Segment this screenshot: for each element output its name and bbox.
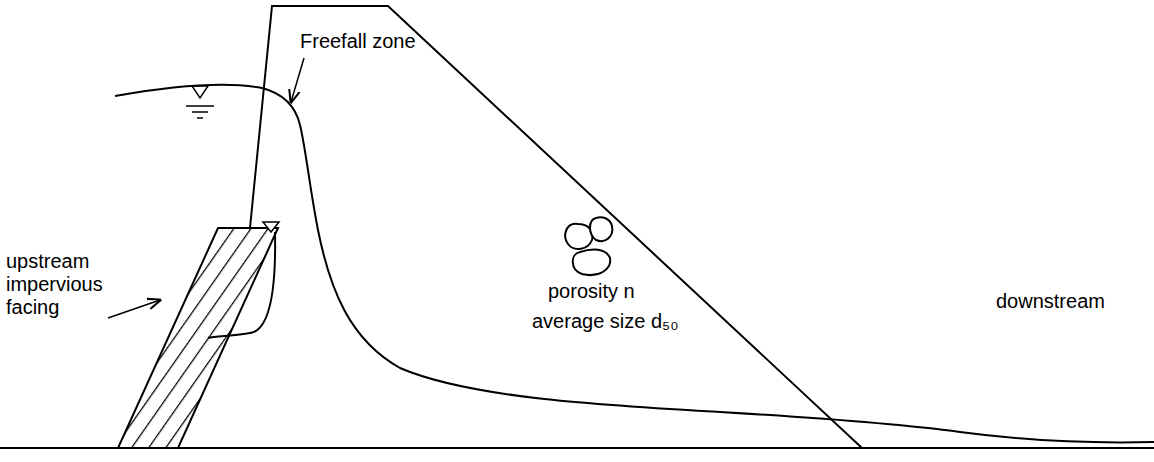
rock-symbol (565, 217, 612, 275)
water-level-symbol (192, 111, 208, 113)
impervious-facing (118, 228, 278, 448)
water-level-symbol (197, 117, 203, 119)
water-level-symbol (192, 86, 208, 98)
free-surface (115, 85, 1154, 443)
part-label: Freefall zone (300, 30, 416, 53)
water-level-symbol (263, 222, 279, 232)
part-label: upstream impervious facing (6, 250, 114, 319)
seepage-curve (208, 232, 275, 338)
part-label: porosity n (548, 280, 635, 303)
leader-arrow (108, 300, 160, 318)
leader-arrow (291, 58, 304, 102)
part-label: average size d₅₀ (532, 310, 678, 333)
part-label: downstream (996, 290, 1105, 313)
water-level-symbol (186, 105, 214, 107)
dam-outline (250, 6, 862, 448)
